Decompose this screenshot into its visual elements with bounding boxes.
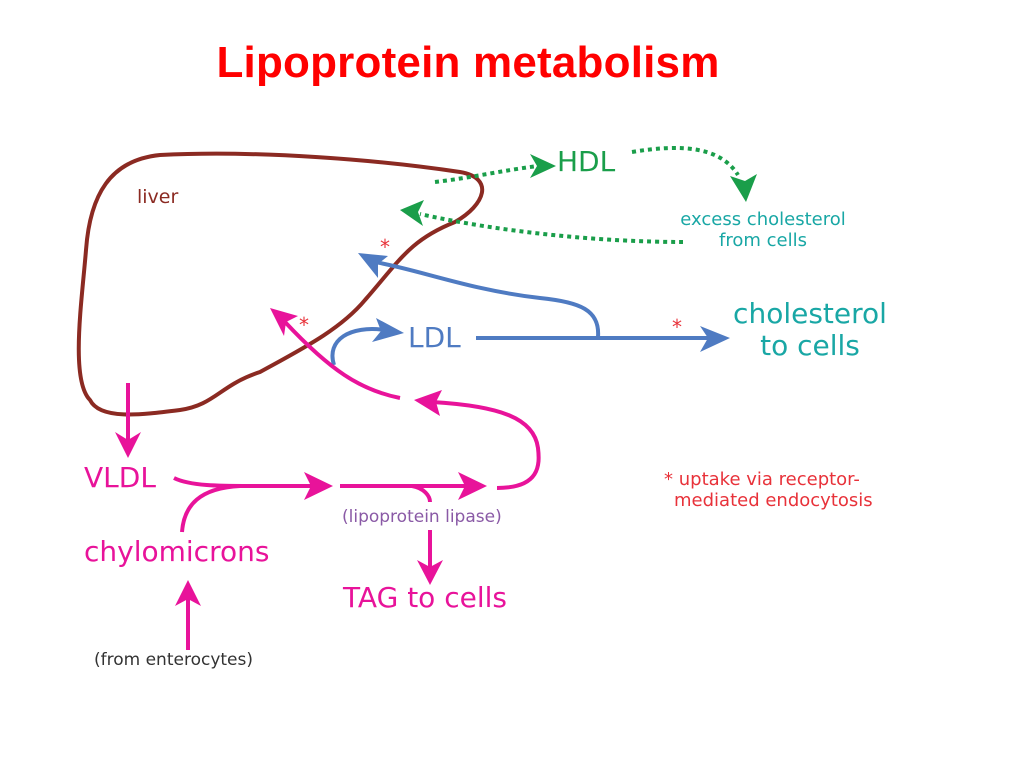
legend-asterisk: * xyxy=(664,469,673,490)
hdl-label: HDL xyxy=(557,145,616,178)
legend-note: * uptake via receptor- mediated endocyto… xyxy=(664,469,873,511)
remnant-loop-arrowhead xyxy=(414,390,442,416)
tag-down-arrowhead xyxy=(417,560,443,585)
tag-to-cells-label: TAG to cells xyxy=(343,581,507,614)
cholesterol-to-cells-line1: cholesterol xyxy=(733,297,887,330)
remnant-loop-arrow xyxy=(431,400,541,490)
legend-line2: mediated endocytosis xyxy=(674,489,873,511)
title-text: Lipoprotein metabolism xyxy=(216,38,720,87)
vldl-to-lipase-arrow xyxy=(173,476,318,488)
cholesterol-to-cells-line2: to cells xyxy=(760,329,860,363)
remnant-to-liver-arrow xyxy=(283,320,401,400)
legend-line1: uptake via receptor- xyxy=(678,469,860,490)
hdl-arrowhead-left xyxy=(400,200,424,226)
ldl-formation-arrowhead xyxy=(372,318,404,342)
ldl-arrow-to-liver xyxy=(374,260,601,338)
lipase-branch xyxy=(411,484,432,503)
vldl-label: VLDL xyxy=(84,461,156,494)
lipase-arrowhead xyxy=(458,472,487,500)
page-title: Lipoprotein metabolism xyxy=(0,38,1024,88)
chylomicron-join-arrow xyxy=(180,484,241,533)
asterisk-liver-remnant: * xyxy=(299,313,309,337)
ldl-arrowhead-cells xyxy=(700,326,730,352)
asterisk-liver-ldl: * xyxy=(380,235,390,259)
asterisk-cells: * xyxy=(672,315,682,339)
enterocyte-up-arrowhead xyxy=(175,580,201,606)
hdl-arrowhead-right xyxy=(530,154,556,178)
lipoprotein-lipase-label: (lipoprotein lipase) xyxy=(342,507,502,527)
vldl-to-lipase-arrowhead xyxy=(304,472,333,500)
hdl-arrow-cells-to-liver xyxy=(419,212,684,244)
ldl-label: LDL xyxy=(408,321,461,354)
vldl-down-arrowhead xyxy=(115,432,141,458)
from-enterocytes-label: (from enterocytes) xyxy=(94,650,253,670)
excess-cholesterol-line1: excess cholesterol xyxy=(680,209,846,230)
cholesterol-to-cells-label: cholesterol to cells xyxy=(718,297,902,363)
hdl-arrowhead-down xyxy=(730,174,757,202)
ldl-formation-arrow xyxy=(330,327,386,366)
liver-label: liver xyxy=(137,186,179,208)
excess-cholesterol-line2: from cells xyxy=(719,229,807,251)
remnant-to-liver-arrowhead xyxy=(270,308,298,336)
excess-cholesterol-label: excess cholesterol from cells xyxy=(664,209,862,251)
ldl-arrowhead-liver xyxy=(358,253,388,278)
hdl-arrow-to-excess-cholesterol xyxy=(631,145,740,177)
chylomicrons-label: chylomicrons xyxy=(84,535,270,568)
hdl-arrow-liver-to-hdl xyxy=(434,164,539,184)
liver-outline xyxy=(76,151,484,417)
